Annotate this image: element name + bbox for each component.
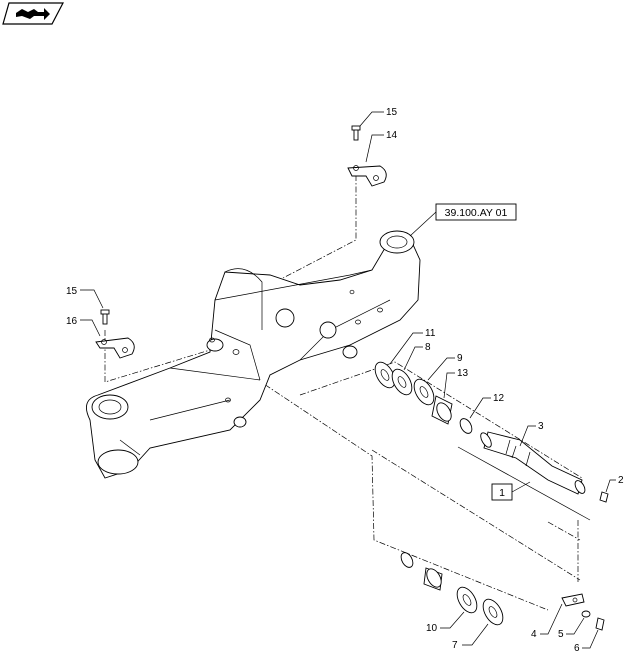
bolt-6 <box>595 617 605 631</box>
callout-8: 8 <box>425 342 431 353</box>
washer-5 <box>581 610 591 618</box>
callout-5: 5 <box>558 629 564 640</box>
callout-3: 3 <box>538 421 544 432</box>
reference-box[interactable]: 39.100.AY 01 <box>409 203 517 237</box>
callout-15-top: 15 <box>386 107 398 118</box>
grease-fitting-2 <box>599 491 609 503</box>
book-arrow-icon[interactable] <box>2 2 64 25</box>
bolt-15-left <box>100 309 110 325</box>
callouts: 15 14 15 16 11 8 9 13 12 3 2 10 7 4 5 6 <box>66 107 624 654</box>
axle-housing <box>85 230 421 479</box>
callout-12: 12 <box>493 393 505 404</box>
callout-13: 13 <box>457 368 469 379</box>
callout-9: 9 <box>457 353 463 364</box>
snap-ring-12 <box>459 418 473 434</box>
bushing-13 <box>431 395 453 425</box>
callout-7: 7 <box>452 640 458 651</box>
callout-11: 11 <box>425 328 436 339</box>
kit-label: 1 <box>499 487 505 499</box>
washer-8 <box>391 368 413 396</box>
reference-label: 39.100.AY 01 <box>445 207 508 219</box>
shim-11 <box>374 361 396 389</box>
lock-plate-4 <box>561 593 585 607</box>
callout-16: 16 <box>66 316 78 327</box>
callout-15-left: 15 <box>66 286 78 297</box>
washer-9 <box>413 378 435 406</box>
callout-2: 2 <box>618 475 624 486</box>
bracket-16 <box>95 337 135 359</box>
callout-10: 10 <box>426 623 438 634</box>
callout-6: 6 <box>574 643 580 654</box>
bracket-14 <box>347 165 387 187</box>
shim-10 <box>456 586 478 614</box>
pivot-pin-3 <box>480 431 586 495</box>
callout-14: 14 <box>386 130 398 141</box>
kit-box[interactable]: 1 <box>491 481 531 501</box>
bushing-lower <box>423 567 443 591</box>
snap-ring-lower <box>400 552 414 568</box>
bolt-15-top <box>351 125 361 141</box>
washer-7 <box>482 598 504 626</box>
callout-4: 4 <box>531 629 537 640</box>
